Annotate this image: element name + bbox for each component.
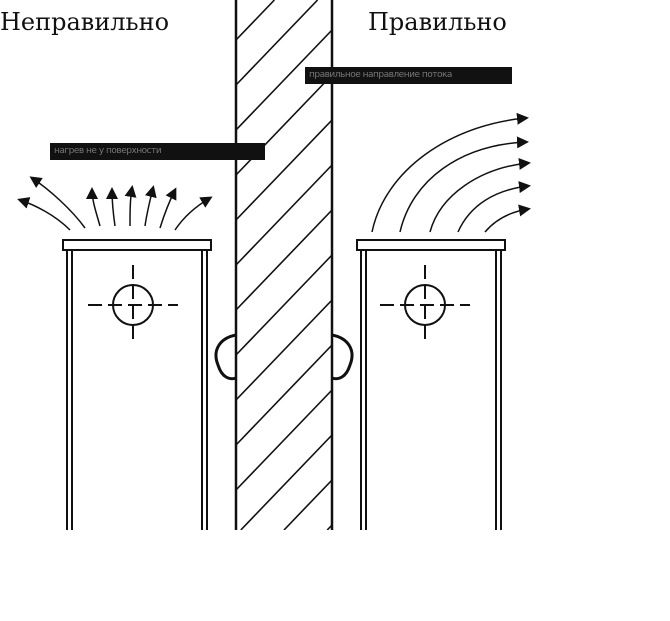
hatch-line (240, 434, 332, 530)
left-radiator (62, 239, 237, 530)
hatch-line (283, 479, 332, 530)
hatch-line (236, 0, 275, 41)
caption-wrong: нагрев не у поверхности (50, 143, 265, 160)
hatch-line (236, 344, 332, 446)
hatch-line (236, 74, 332, 176)
right-radiator (331, 239, 506, 530)
hatch-line (236, 389, 332, 491)
hatch-line (236, 299, 332, 401)
hatch-line (236, 254, 332, 356)
hatch-line (326, 524, 332, 530)
caption-right: правильное направление потока (305, 67, 512, 84)
title-right: Правильно (368, 8, 507, 36)
right-airflow-arrows (371, 112, 531, 233)
hatch-line (236, 29, 332, 131)
hatch-line (236, 0, 319, 86)
hatch-line (236, 164, 332, 266)
hatch-line (236, 209, 332, 311)
wrong-airflow-arrows (17, 176, 213, 231)
title-wrong: Неправильно (0, 8, 170, 36)
hatch-line (236, 119, 332, 221)
